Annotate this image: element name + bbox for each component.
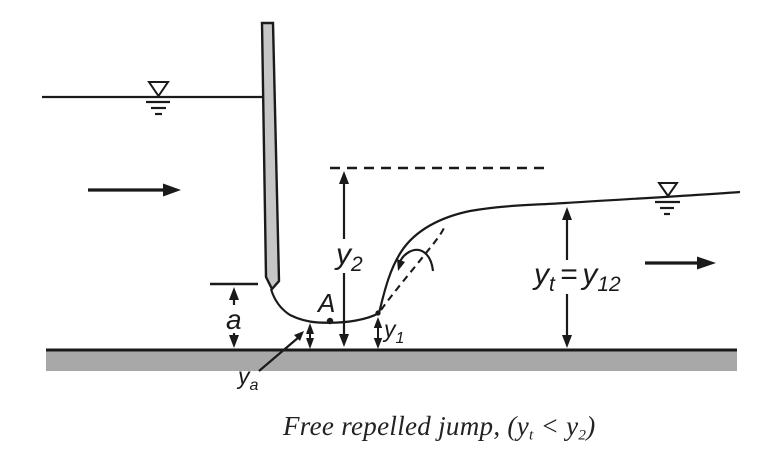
measure-arrowhead-down	[339, 334, 349, 347]
flow-arrow-head	[697, 256, 716, 270]
roller-arrow-icon	[397, 248, 435, 272]
channel-floor-band	[46, 351, 737, 371]
label-mask	[222, 305, 243, 333]
water-level-icon-downstream	[655, 182, 680, 216]
measure-arrowhead-up	[339, 171, 349, 184]
caption-text: )	[586, 411, 596, 441]
measure-arrow-y1	[373, 310, 383, 349]
label-yt-equals-y12: yt=y12	[532, 258, 621, 296]
label-mask	[559, 263, 581, 289]
measure-arrow-yt	[562, 207, 572, 348]
caption-text: Free repelled jump, (y	[283, 411, 530, 441]
ya-pointer-arrowhead	[294, 331, 304, 341]
flow-arrow-upstream-icon	[88, 183, 181, 197]
caption-subscript: t	[529, 427, 534, 444]
flow-arrow-downstream-icon	[645, 256, 716, 270]
figure-caption: Free repelled jump, (yt < y2)	[283, 411, 596, 445]
caption-text: < y	[533, 411, 579, 441]
water-surface-jump-and-tailwater	[377, 190, 741, 314]
sluice-gate	[260, 21, 281, 292]
label-gate-opening-a: a	[226, 304, 242, 335]
water-level-triangle-icon	[657, 182, 679, 198]
water-surface-contraction	[269, 288, 380, 324]
roller-arrow-arc	[398, 248, 435, 272]
ya-pointer-line	[258, 336, 300, 372]
measure-arrowhead-down	[229, 335, 239, 348]
roller-boundary-dashed-curve	[380, 227, 445, 311]
measure-arrowhead-down	[373, 338, 383, 349]
label-y2: y2	[334, 238, 363, 276]
caption-subscript: 2	[578, 427, 587, 444]
measure-arrowhead-up	[229, 287, 239, 300]
point-a-dot	[326, 317, 334, 325]
flow-arrow-head	[163, 183, 181, 197]
measure-arrowhead-up	[562, 207, 572, 220]
channel-floor	[46, 348, 737, 371]
measure-arrow-ya	[258, 323, 314, 372]
measure-arrowhead-down	[306, 338, 314, 349]
measure-arrowhead-down	[562, 335, 572, 348]
label-point-a: A	[316, 288, 335, 318]
water-level-icon-upstream	[146, 81, 170, 116]
roller-arrow-head	[397, 259, 405, 271]
water-level-triangle-icon	[147, 81, 170, 98]
label-y1: y1	[382, 316, 404, 347]
measure-arrowhead-up	[373, 317, 383, 328]
label-ya: ya	[236, 363, 259, 394]
label-mask	[332, 239, 360, 273]
jump-toe-dot	[375, 310, 381, 316]
measure-arrowhead-up	[306, 323, 314, 334]
